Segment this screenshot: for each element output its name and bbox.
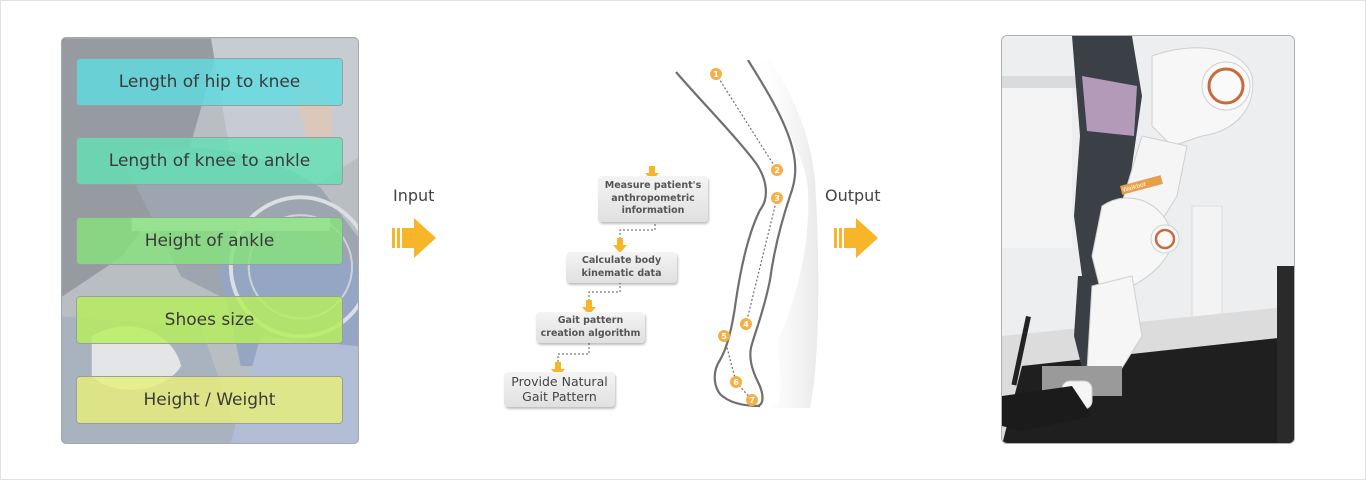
leg-marker-2: 2 <box>774 166 780 175</box>
robot-gait-trainer-photo: Walkbot <box>1001 35 1295 444</box>
input-arrow-icon <box>392 218 436 258</box>
leg-marker-7: 7 <box>749 396 755 405</box>
leg-marker-6: 6 <box>733 378 739 387</box>
output-label: Output <box>825 186 881 205</box>
leg-outline-diagram: 1 2 3 4 5 6 7 <box>675 60 819 408</box>
param-hip-to-knee: Length of hip to knee <box>76 58 343 106</box>
param-ankle-height: Height of ankle <box>76 217 343 265</box>
exoskeleton-illustration: Walkbot <box>1002 36 1294 443</box>
param-shoes-size: Shoes size <box>76 296 343 344</box>
input-label: Input <box>393 186 435 205</box>
leg-marker-5: 5 <box>721 332 727 341</box>
param-knee-to-ankle: Length of knee to ankle <box>76 137 343 185</box>
leg-marker-3: 3 <box>774 194 780 203</box>
output-arrow-icon <box>834 218 878 258</box>
leg-marker-4: 4 <box>743 320 749 329</box>
param-height-weight: Height / Weight <box>76 376 343 424</box>
leg-marker-1: 1 <box>713 70 719 79</box>
